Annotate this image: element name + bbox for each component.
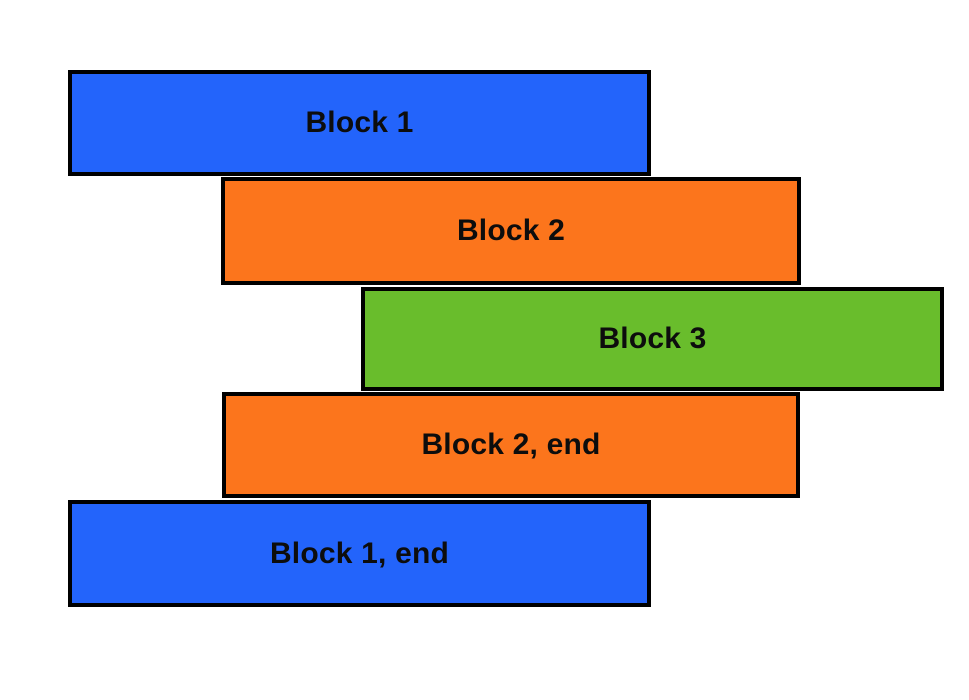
block-2-end-bar: Block 2, end <box>222 392 800 498</box>
block-1-end-label: Block 1, end <box>269 536 450 570</box>
block-1-end-bar: Block 1, end <box>68 500 651 607</box>
block-1-bar: Block 1 <box>68 70 651 176</box>
block-2-label: Block 2 <box>456 214 566 247</box>
block-2-end-label: Block 2, end <box>421 428 601 461</box>
block-3-label: Block 3 <box>598 322 707 355</box>
block-1-label: Block 1 <box>305 106 414 139</box>
block-3-bar: Block 3 <box>361 287 944 391</box>
block-2-bar: Block 2 <box>221 177 801 285</box>
